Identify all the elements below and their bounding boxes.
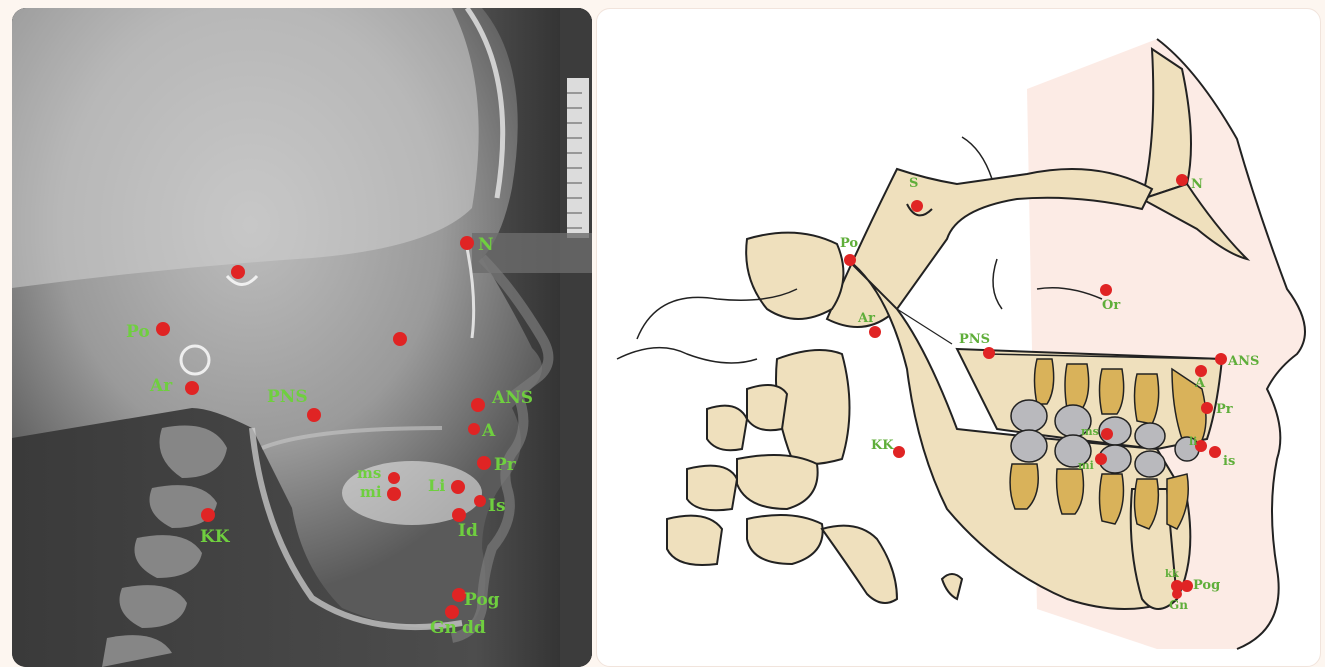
landmark-dot-ar xyxy=(185,381,199,395)
label-li: li xyxy=(1189,435,1197,448)
mastoid-region xyxy=(746,233,843,319)
xray-panel: N Po Ar PNS ANS A Pr ms mi Li Is Id KK P… xyxy=(12,8,592,667)
landmark-dot-is xyxy=(1209,446,1221,458)
landmark-dot-is xyxy=(474,495,486,507)
landmark-dot-ans xyxy=(1215,353,1227,365)
label-a: A xyxy=(481,421,496,441)
landmark-dot-mi xyxy=(1095,453,1107,465)
landmark-dot-mi xyxy=(387,487,401,501)
label-kk: KK xyxy=(200,527,231,547)
landmark-dot-ans xyxy=(471,398,485,412)
landmark-dot-or xyxy=(393,332,407,346)
landmark-dot-pns xyxy=(307,408,321,422)
drawing-panel: S N Po Or Ar PNS ANS A Pr ms mi li is KK… xyxy=(596,8,1321,667)
label-ans: ANS xyxy=(1227,354,1259,369)
label-pr: Pr xyxy=(1216,402,1233,417)
label-n: N xyxy=(1191,177,1203,192)
label-n: N xyxy=(478,235,494,255)
landmark-dot-gn xyxy=(445,605,459,619)
landmark-dot-li xyxy=(451,480,465,494)
landmark-dot-pr xyxy=(1201,402,1213,414)
label-ms: ms xyxy=(357,464,381,482)
label-pr: Pr xyxy=(494,455,517,475)
label-or: Or xyxy=(1102,298,1120,313)
label-po: Po xyxy=(840,236,858,251)
label-gn: Gn xyxy=(1169,598,1188,612)
label-po: Po xyxy=(126,322,150,342)
label-ar: Ar xyxy=(149,376,173,396)
label-id: Id xyxy=(458,521,478,541)
landmark-dot-pr xyxy=(477,456,491,470)
landmark-dot-n xyxy=(1176,174,1188,186)
landmark-dot-ar xyxy=(869,326,881,338)
label-ans: ANS xyxy=(491,388,533,408)
label-pog: Pog xyxy=(1193,578,1220,593)
xray-image: N Po Ar PNS ANS A Pr ms mi Li Is Id KK P… xyxy=(12,8,592,667)
label-ms: ms xyxy=(1081,425,1099,438)
label-kk: KK xyxy=(871,438,894,453)
label-a: A xyxy=(1194,376,1206,391)
landmark-dot-ms xyxy=(388,472,400,484)
landmark-dot-kk xyxy=(201,508,215,522)
label-kk-lower: kk xyxy=(1165,569,1180,580)
label-mi: mi xyxy=(360,483,382,501)
label-s: S xyxy=(909,176,918,191)
label-ar: Ar xyxy=(857,311,875,326)
label-gn: Gn xyxy=(430,618,457,638)
tracing-drawing: S N Po Or Ar PNS ANS A Pr ms mi li is KK… xyxy=(597,9,1320,666)
label-pns: PNS xyxy=(959,332,990,347)
label-dd: dd xyxy=(462,618,486,638)
landmark-dot-id xyxy=(452,508,466,522)
landmark-dot-pns xyxy=(983,347,995,359)
landmark-dot-kk xyxy=(893,446,905,458)
label-pog: Pog xyxy=(464,590,500,610)
label-is: is xyxy=(1223,454,1235,469)
landmark-dot-ms xyxy=(1101,428,1113,440)
label-is: Is xyxy=(488,496,506,516)
landmark-dot-s xyxy=(911,200,923,212)
label-mi: mi xyxy=(1078,459,1094,472)
label-li: Li xyxy=(428,476,445,495)
ruler-icon xyxy=(567,78,589,238)
landmark-dot-a xyxy=(468,423,480,435)
landmark-dot-s xyxy=(231,265,245,279)
landmark-dot-pog xyxy=(1181,580,1193,592)
landmark-dot-or xyxy=(1100,284,1112,296)
landmark-dot-po xyxy=(844,254,856,266)
landmark-dot-n xyxy=(460,236,474,250)
landmark-dot-po xyxy=(156,322,170,336)
label-pns: PNS xyxy=(267,387,308,407)
